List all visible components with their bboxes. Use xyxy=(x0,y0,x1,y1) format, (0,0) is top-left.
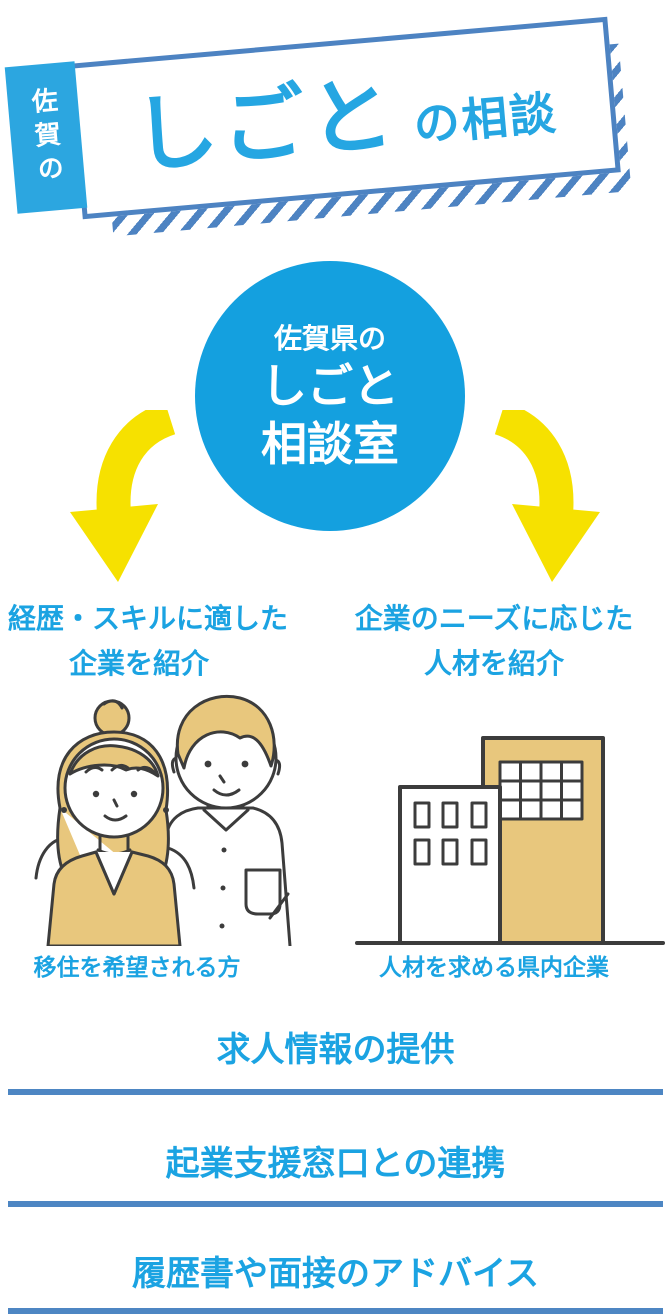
left-branch-heading-line2: 企業を紹介 xyxy=(68,647,209,680)
service-item-job-listings: 求人情報の提供 xyxy=(216,1030,455,1070)
curved-arrow-down-left-icon xyxy=(70,410,176,582)
title-main: しごと xyxy=(129,64,402,186)
left-branch-caption: 移住を希望される方 xyxy=(33,955,241,981)
title-prefix-tab: 佐賀の xyxy=(4,61,88,214)
right-branch-caption: 人材を求める県内企業 xyxy=(379,955,609,981)
title-suffix: の相談 xyxy=(411,85,560,152)
office-buildings-illustration-icon xyxy=(355,736,665,945)
service-item-resume-interview-advice: 履歴書や面接のアドバイス xyxy=(132,1254,539,1294)
title-text-group: しごと の相談 xyxy=(129,58,560,186)
right-branch-heading: 企業のニーズに応じた 人材を紹介 xyxy=(352,596,636,686)
right-branch-heading-line2: 人材を紹介 xyxy=(423,647,564,680)
curved-arrow-down-right-icon xyxy=(494,410,600,582)
right-branch-heading-line1: 企業のニーズに応じた xyxy=(354,602,634,635)
left-branch-heading-line1: 経歴・スキルに適した xyxy=(8,602,289,635)
service-item-startup-support: 起業支援窓口との連携 xyxy=(165,1144,506,1184)
service-divider xyxy=(8,1089,663,1095)
service-divider xyxy=(8,1201,663,1207)
service-divider xyxy=(8,1308,663,1314)
left-branch-heading: 経歴・スキルに適した 企業を紹介 xyxy=(8,596,289,686)
title-prefix: 佐賀の xyxy=(26,85,65,190)
hub-line-2: しごと xyxy=(261,359,399,414)
hub-circle: 佐賀県の しごと 相談室 xyxy=(195,261,465,531)
couple-illustration-icon xyxy=(34,695,292,946)
hub-line-1: 佐賀県の xyxy=(273,321,386,355)
hub-line-3: 相談室 xyxy=(261,416,399,471)
